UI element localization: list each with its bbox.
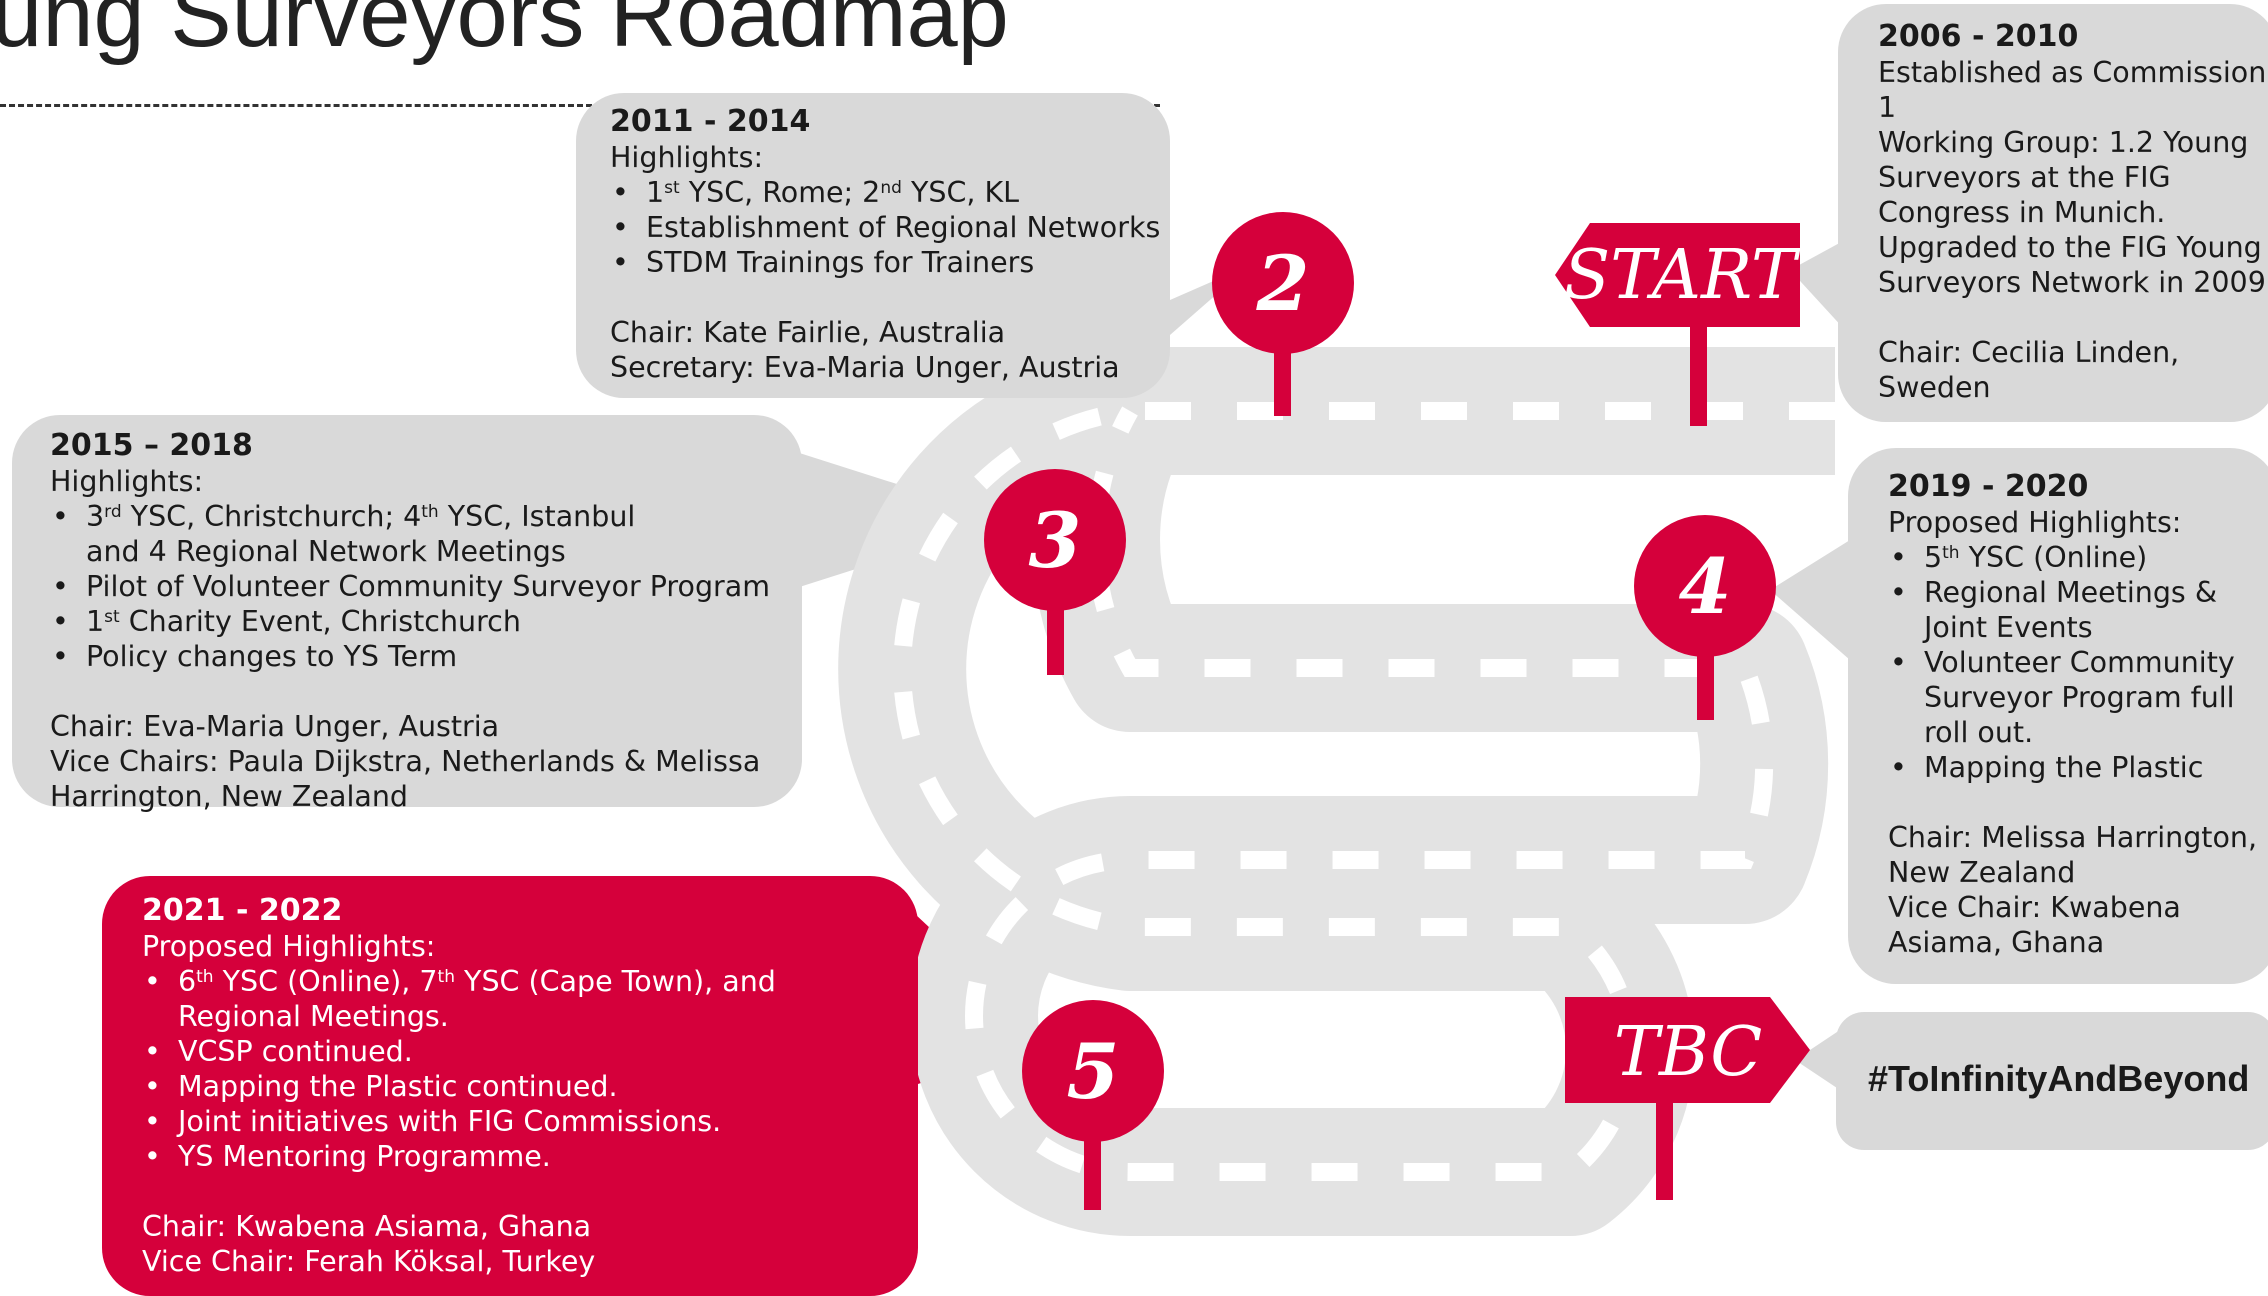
callout-2011-secretary: Secretary: Eva-Maria Unger, Austria: [610, 351, 1120, 384]
callout-2019-vice: Vice Chair: Kwabena: [1888, 891, 2181, 924]
callout-2006-2010: 2006 - 2010 Established as Commission 1 …: [1838, 4, 2268, 422]
list-item: Volunteer Community Surveyor Program ful…: [1888, 645, 2268, 750]
list-item: Regional Meetings & Joint Events: [1888, 575, 2268, 645]
callout-2019-2020: 2019 - 2020 Proposed Highlights: 5th YSC…: [1848, 448, 2268, 984]
tbc-label: TBC: [1614, 1013, 1763, 1092]
callout-2006-line: Surveyors at the FIG: [1878, 161, 2171, 194]
marker-4-label: 4: [1679, 542, 1732, 631]
callout-2015-list: 3rd YSC, Christchurch; 4th YSC, Istanbul…: [50, 499, 770, 674]
callout-tail-2019: [1770, 540, 1850, 660]
start-label: START: [1564, 236, 1801, 315]
start-sign: START: [1555, 223, 1801, 426]
marker-3: 3: [984, 469, 1126, 675]
callout-2011-2014: 2011 - 2014 Highlights: 1st YSC, Rome; 2…: [576, 93, 1170, 398]
list-item: VCSP continued.: [142, 1034, 882, 1069]
callout-2015-2018: 2015 – 2018 Highlights: 3rd YSC, Christc…: [12, 415, 802, 813]
callout-2006-line: Working Group: 1.2 Young: [1878, 126, 2249, 159]
list-item: STDM Trainings for Trainers: [610, 245, 1170, 280]
list-item: 3rd YSC, Christchurch; 4th YSC, Istanbul…: [50, 499, 690, 569]
marker-2: 2: [1212, 212, 1354, 416]
tbc-sign: TBC: [1565, 997, 1810, 1200]
marker-3-label: 3: [1029, 496, 1082, 585]
callout-2006-chair: Sweden: [1878, 371, 1991, 404]
list-item: Policy changes to YS Term: [50, 639, 690, 674]
callout-2021-vice: Vice Chair: Ferah Köksal, Turkey: [142, 1245, 596, 1278]
list-item: Mapping the Plastic: [1888, 750, 2268, 785]
marker-2-label: 2: [1256, 239, 1310, 328]
callout-tail-2006: [1790, 240, 1845, 330]
list-item: 5th YSC (Online): [1888, 540, 2268, 575]
callout-2019-years: 2019 - 2020: [1888, 469, 2089, 504]
callout-2006-chair: Chair: Cecilia Linden,: [1878, 336, 2180, 369]
callout-2015-years: 2015 – 2018: [50, 428, 253, 463]
callout-2021-chair: Chair: Kwabena Asiama, Ghana: [142, 1210, 592, 1243]
marker-4: 4: [1634, 515, 1776, 720]
list-item: Establishment of Regional Networks: [610, 210, 1170, 245]
callout-2015-chair: Chair: Eva-Maria Unger, Austria: [50, 710, 500, 743]
callout-2019-chair: New Zealand: [1888, 856, 2076, 889]
callout-2015-vice: Vice Chairs: Paula Dijkstra, Netherlands…: [50, 745, 761, 813]
callout-2006-line: Surveyors Network in 2009: [1878, 266, 2266, 299]
callout-2011-list: 1st YSC, Rome; 2nd YSC, KL Establishment…: [610, 175, 1170, 280]
callout-2021-list: 6th YSC (Online), 7th YSC (Cape Town), a…: [142, 964, 882, 1174]
list-item: Mapping the Plastic continued.: [142, 1069, 882, 1104]
page-title: oung Surveyors Roadmap: [0, 0, 1009, 66]
callout-tail-hashtag: [1795, 1030, 1840, 1090]
callout-2006-line: Upgraded to the FIG Young: [1878, 231, 2262, 264]
callout-2021-2022: 2021 - 2022 Proposed Highlights: 6th YSC…: [102, 876, 918, 1296]
list-item: Joint initiatives with FIG Commissions.: [142, 1104, 882, 1139]
callout-2021-highlights: Proposed Highlights:: [142, 930, 436, 963]
list-item: 6th YSC (Online), 7th YSC (Cape Town), a…: [142, 964, 882, 1034]
winding-road: [838, 347, 1835, 1236]
list-item: YS Mentoring Programme.: [142, 1139, 882, 1174]
callout-2006-years: 2006 - 2010: [1878, 19, 2079, 54]
marker-5: 5: [1022, 1000, 1164, 1210]
callout-2011-years: 2011 - 2014: [610, 104, 811, 139]
list-item: Pilot of Volunteer Community Surveyor Pr…: [50, 569, 770, 604]
callout-2011-chair: Chair: Kate Fairlie, Australia: [610, 316, 1006, 349]
callout-2006-line: 1: [1878, 91, 1897, 124]
callout-2006-line: Established as Commission: [1878, 56, 2267, 89]
hashtag-box: #ToInfinityAndBeyond: [1836, 1012, 2268, 1150]
callout-2019-chair: Chair: Melissa Harrington,: [1888, 821, 2258, 854]
callout-2011-highlights: Highlights:: [610, 141, 764, 174]
callout-2019-highlights: Proposed Highlights:: [1888, 506, 2182, 539]
title-divider: [0, 104, 1160, 107]
callout-2019-list: 5th YSC (Online) Regional Meetings & Joi…: [1888, 540, 2268, 785]
hashtag-text: #ToInfinityAndBeyond: [1868, 1058, 2250, 1099]
callout-2015-highlights: Highlights:: [50, 465, 204, 498]
callout-2021-years: 2021 - 2022: [142, 893, 343, 928]
marker-5-label: 5: [1067, 1027, 1120, 1116]
list-item: 1st YSC, Rome; 2nd YSC, KL: [610, 175, 1170, 210]
callout-2006-line: Congress in Munich.: [1878, 196, 2166, 229]
list-item: 1st Charity Event, Christchurch: [50, 604, 690, 639]
callout-2019-vice: Asiama, Ghana: [1888, 926, 2105, 959]
